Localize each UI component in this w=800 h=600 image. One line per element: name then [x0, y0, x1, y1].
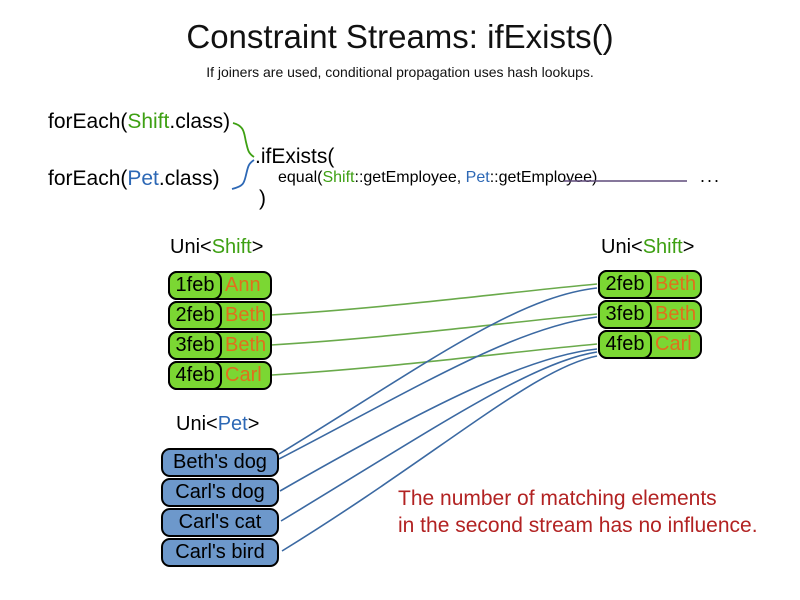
- table-row: 3feb Beth: [598, 300, 702, 329]
- code-text: ::getEmployee,: [354, 169, 466, 186]
- table-row: 1feb Ann: [168, 271, 272, 300]
- left-shift-table-label: Uni<Shift>: [170, 236, 263, 259]
- note-text: The number of matching elements in the s…: [398, 485, 758, 539]
- pet-table-label: Uni<Pet>: [176, 413, 259, 436]
- date-cell: 3feb: [168, 331, 222, 360]
- label-text: Uni<: [170, 236, 212, 258]
- employee-cell: Beth: [655, 303, 697, 325]
- blue-connector-bethsdog-3feb: [278, 316, 598, 460]
- page-subtitle: If joiners are used, conditional propaga…: [206, 64, 594, 80]
- right-shift-table-label: Uni<Shift>: [601, 236, 694, 259]
- code-text: forEach(: [48, 110, 128, 133]
- table-row: 2feb Beth: [598, 270, 702, 299]
- employee-cell: Carl: [655, 333, 692, 355]
- code-ifexists: .ifExists(: [255, 145, 335, 168]
- note-line-2: in the second stream has no influence.: [398, 514, 758, 537]
- code-text: .class): [169, 110, 231, 133]
- shift-class-token: Shift: [127, 110, 170, 133]
- employee-cell: Beth: [655, 273, 697, 295]
- date-cell: 3feb: [598, 300, 652, 329]
- table-row: 4feb Carl: [168, 361, 272, 390]
- label-text: >: [682, 236, 695, 258]
- code-foreach-shift: forEach(Shift.class): [48, 110, 230, 134]
- shift-class-token: Shift: [642, 236, 683, 258]
- date-cell: 2feb: [598, 270, 652, 299]
- brace-top-green: [232, 122, 255, 158]
- list-item: Carl's bird: [161, 538, 279, 567]
- label-text: Uni<: [176, 413, 218, 435]
- list-item: Carl's dog: [161, 478, 279, 507]
- code-text: forEach(: [48, 167, 128, 190]
- blue-connector-bethsdog-2feb: [278, 287, 598, 455]
- ellipsis-text: ...: [700, 166, 722, 186]
- pet-class-token: Pet: [217, 413, 248, 435]
- label-text: >: [247, 413, 260, 435]
- label-text: Uni<: [601, 236, 643, 258]
- code-equal-joiner: equal(Shift::getEmployee, Pet::getEmploy…: [278, 169, 597, 187]
- green-connector-3feb: [270, 313, 598, 346]
- shift-class-token: Shift: [322, 169, 355, 186]
- code-close-paren: ): [259, 187, 266, 210]
- code-text: .class): [158, 167, 220, 190]
- table-row: 3feb Beth: [168, 331, 272, 360]
- date-cell: 4feb: [598, 330, 652, 359]
- code-text: equal(: [278, 169, 323, 186]
- note-line-1: The number of matching elements: [398, 487, 717, 510]
- green-connector-2feb: [270, 283, 598, 316]
- code-foreach-pet: forEach(Pet.class): [48, 167, 220, 191]
- employee-cell: Beth: [225, 304, 267, 326]
- date-cell: 2feb: [168, 301, 222, 330]
- shift-class-token: Shift: [211, 236, 252, 258]
- list-item: Beth's dog: [161, 448, 279, 477]
- list-item: Carl's cat: [161, 508, 279, 537]
- table-row: 2feb Beth: [168, 301, 272, 330]
- employee-cell: Carl: [225, 364, 262, 386]
- table-row: 4feb Carl: [598, 330, 702, 359]
- employee-cell: Beth: [225, 334, 267, 356]
- employee-cell: Ann: [225, 274, 261, 296]
- brace-bottom-blue: [231, 159, 255, 190]
- label-text: >: [251, 236, 264, 258]
- date-cell: 1feb: [168, 271, 222, 300]
- pet-class-token: Pet: [465, 169, 490, 186]
- page-title: Constraint Streams: ifExists(): [186, 18, 614, 55]
- code-text: ::getEmployee): [489, 169, 598, 186]
- pet-class-token: Pet: [127, 167, 159, 190]
- green-connector-4feb: [271, 343, 598, 376]
- date-cell: 4feb: [168, 361, 222, 390]
- blue-connector-carlsdog-4feb: [279, 348, 598, 492]
